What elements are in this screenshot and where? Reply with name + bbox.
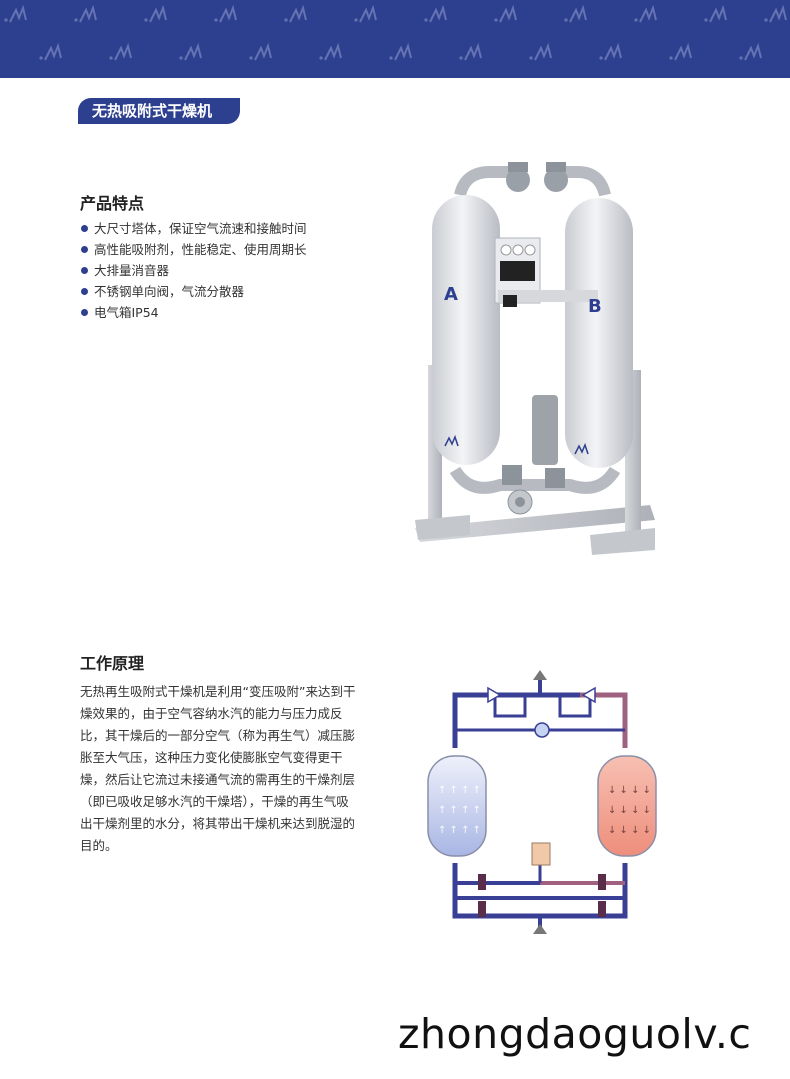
feature-item: 大尺寸塔体，保证空气流速和接触时间	[80, 218, 307, 239]
feature-item: 大排量消音器	[80, 260, 307, 281]
svg-text:↑ ↑ ↑ ↑: ↑ ↑ ↑ ↑	[438, 805, 481, 816]
brand-logo-icon	[444, 434, 459, 447]
principle-text: 无热再生吸附式干燥机是利用“变压吸附”来达到干燥效果的，由于空气容纳水汽的能力与…	[80, 684, 356, 853]
svg-text:↓ ↓ ↓ ↓: ↓ ↓ ↓ ↓	[608, 805, 651, 816]
solenoid-valve-icon	[598, 901, 606, 917]
svg-text:↓ ↓ ↓ ↓: ↓ ↓ ↓ ↓	[608, 825, 651, 836]
dryer-product-image: A B	[415, 162, 655, 555]
check-valve-icon	[581, 686, 596, 704]
regenerating-tower-b	[597, 755, 657, 857]
outlet-arrow-icon	[533, 670, 547, 680]
features-list: 大尺寸塔体，保证空气流速和接触时间 高性能吸附剂，性能稳定、使用周期长 大排量消…	[80, 218, 307, 323]
silencer-icon	[531, 842, 551, 866]
solenoid-valve-icon	[478, 901, 486, 917]
tower-a-label: A	[444, 284, 458, 305]
feature-item: 电气箱IP54	[80, 302, 307, 323]
orifice-valve-icon	[534, 722, 550, 738]
features-heading: 产品特点	[80, 194, 145, 213]
principle-heading: 工作原理	[80, 654, 145, 673]
svg-text:↓ ↓ ↓ ↓: ↓ ↓ ↓ ↓	[608, 785, 651, 796]
check-valve-icon	[487, 686, 502, 704]
working-principle-diagram: ↑ ↑ ↑ ↑ ↑ ↑ ↑ ↑ ↑ ↑ ↑ ↑ ↓ ↓ ↓ ↓ ↓ ↓ ↓ ↓ …	[427, 670, 657, 934]
inlet-arrow-icon	[533, 924, 547, 934]
solenoid-valve-icon	[598, 874, 606, 890]
svg-text:↑ ↑ ↑ ↑: ↑ ↑ ↑ ↑	[438, 825, 481, 836]
drying-tower-a	[427, 755, 487, 857]
page-title-tag: 无热吸附式干燥机	[78, 98, 240, 124]
brand-logo-icon	[574, 442, 589, 455]
feature-item: 不锈钢单向阀，气流分散器	[80, 281, 307, 302]
svg-text:↑ ↑ ↑ ↑: ↑ ↑ ↑ ↑	[438, 785, 481, 796]
feature-item: 高性能吸附剂，性能稳定、使用周期长	[80, 239, 307, 260]
website-watermark: zhongdaoguolv.c	[398, 1010, 752, 1058]
header-banner	[0, 0, 790, 78]
tower-b-label: B	[588, 296, 602, 317]
solenoid-valve-icon	[478, 874, 486, 890]
banner-pattern	[3, 7, 787, 61]
